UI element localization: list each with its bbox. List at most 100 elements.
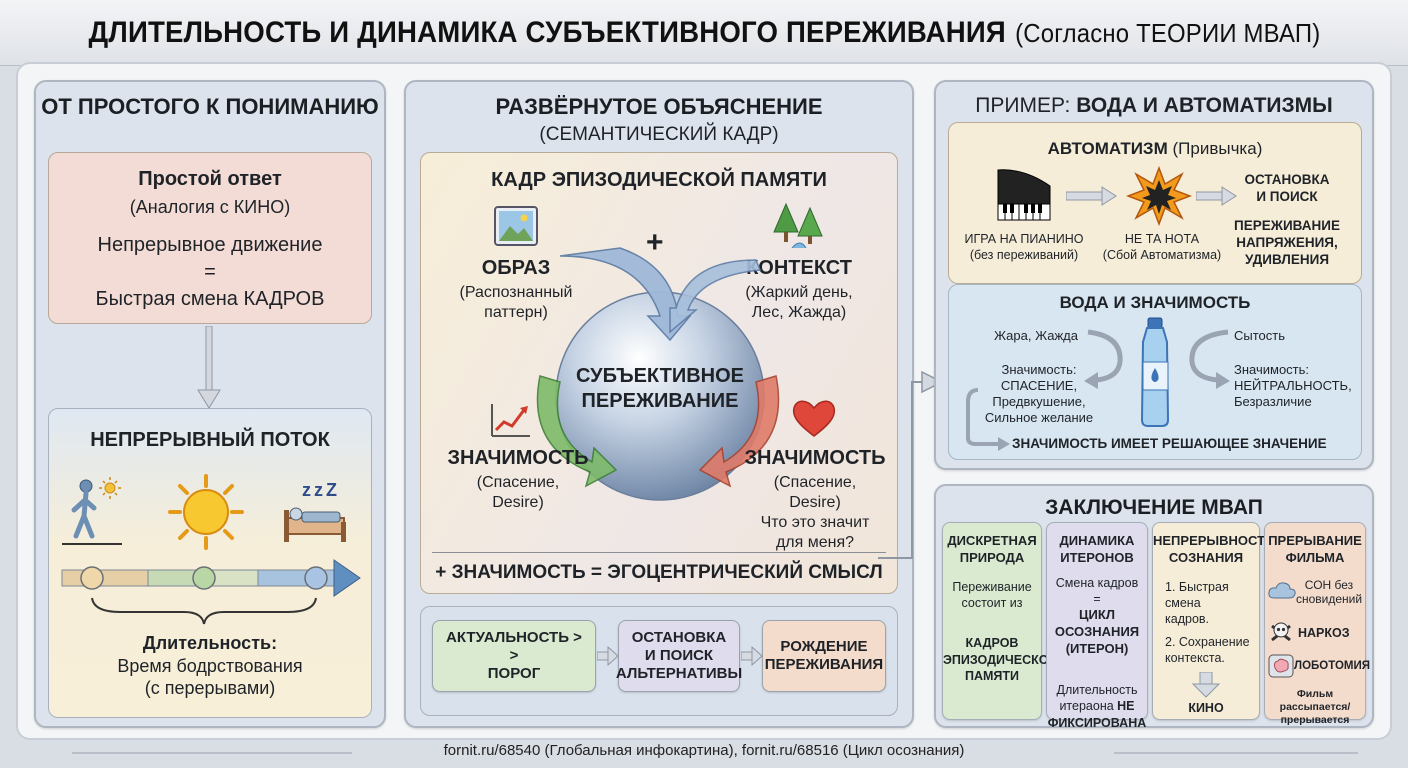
sphere-line1: СУБЪЕКТИВНОЕ (575, 365, 745, 387)
subjective-experience-sphere (536, 247, 780, 501)
duration-block: Длительность: Время бодрствования (с пер… (48, 632, 372, 700)
significance-right-line1: (Спасение, (773, 474, 857, 491)
stop-line1: ОСТАНОВКА (1244, 172, 1330, 187)
water-bottom-arrow (966, 388, 1010, 451)
piano-line1: ИГРА НА ПИАНИНО (964, 232, 1084, 246)
middle-panel-subheader: (СЕМАНТИЧЕСКИЙ КАДР) (539, 124, 779, 145)
walking-person-icon (62, 477, 122, 545)
conclusion-col-continuity: НЕПРЕРЫВНОСТЬ СОЗНАНИЯ 1. Быстрая смена … (1152, 522, 1275, 720)
stop-line2: И ПОИСК (1256, 188, 1318, 204)
context-title: КОНТЕКСТ (746, 257, 852, 279)
context-label: КОНТЕКСТ (Жаркий день, Лес, Жажда) (730, 256, 868, 323)
obraz-title: ОБРАЗ (481, 257, 551, 279)
water-left-line1: Значимость: (1001, 362, 1077, 377)
chain-arrow-2-icon (741, 646, 763, 666)
water-right-significance: Значимость: НЕЙТРАЛЬНОСТЬ, Безразличие (1234, 362, 1354, 410)
iterons-text2: ЦИКЛ ОСОЗНАНИЯ (ИТЕРОН) (1054, 607, 1140, 657)
significance-left-label: ЗНАЧИМОСТЬ (Спасение, Desire) (444, 446, 592, 513)
iterons-text3: Длительность итераона НЕ ФИКСИРОВАНА (1047, 666, 1147, 731)
tension-line2: НАПРЯЖЕНИЯ, (1236, 234, 1338, 250)
interruption-anesthesia: НАРКОЗ (1298, 626, 1350, 640)
down-arrow-icon (197, 326, 221, 409)
right-panel-header-bold: ВОДА И АВТОМАТИЗМЫ (1076, 94, 1333, 117)
simple-answer-subtitle: (Аналогия с КИНО) (129, 197, 291, 217)
footer-links: fornit.ru/68540 (Глобальная инфокартина)… (443, 742, 965, 759)
interruption-sleep: СОН без сновидений (1295, 578, 1363, 607)
obraz-line1: (Распознанный (459, 284, 573, 301)
significance-right-title: ЗНАЧИМОСТЬ (744, 447, 886, 469)
duration-line1: Время бодрствования (117, 655, 303, 676)
growth-chart-icon (491, 404, 530, 437)
footer-line-left (72, 752, 352, 754)
continuity-heading: НЕПРЕРЫВНОСТЬ СОЗНАНИЯ (1153, 533, 1275, 565)
tension-label: ПЕРЕЖИВАНИЕ НАПРЯЖЕНИЯ, УДИВЛЕНИЯ (1228, 218, 1346, 269)
continuous-flow-card: НЕПРЕРЫВНЫЙ ПОТОК (48, 408, 372, 718)
interruption-heading: ПРЕРЫВАНИЕ ФИЛЬМА (1268, 533, 1362, 565)
simple-answer-card: Простой ответ (Аналогия с КИНО) Непрерыв… (48, 152, 372, 324)
auto-arrow-1-icon (1066, 186, 1117, 206)
egocentric-formula: + ЗНАЧИМОСТЬ = ЭГОЦЕНТРИЧЕСКИЙ СМЫСЛ (435, 562, 883, 583)
significance-right-line2: Desire) (789, 494, 841, 511)
stop-search-text: ОСТАНОВКА И ПОИСК АЛЬТЕРНАТИВЫ (615, 629, 743, 682)
simple-answer-equals: = (204, 260, 216, 283)
simple-answer-line2: Быстрая смена КАДРОВ (95, 287, 325, 310)
sphere-label: СУБЪЕКТИВНОЕ ПЕРЕЖИВАНИЕ (560, 364, 760, 414)
brain-icon (1268, 654, 1294, 678)
satiety-label: Сытость (1234, 328, 1285, 343)
episodic-frame-title: КАДР ЭПИЗОДИЧЕСКОЙ ПАМЯТИ (491, 169, 827, 191)
middle-panel-header: РАЗВЁРНУТОЕ ОБЪЯСНЕНИЕ (495, 94, 823, 119)
heart-icon (792, 400, 836, 437)
continuity-text1: 1. Быстрая смена кадров. (1165, 579, 1229, 627)
wrong-note-line2: (Сбой Автоматизма) (1102, 247, 1222, 262)
simple-answer-line1: Непрерывное движение (97, 233, 323, 256)
significance-left-line2: Desire) (492, 494, 544, 511)
tension-line1: ПЕРЕЖИВАНИЕ (1234, 218, 1340, 233)
conclusion-col-iterons: ДИНАМИКА ИТЕРОНОВ Смена кадров = ЦИКЛ ОС… (1046, 522, 1148, 730)
page-title: ДЛИТЕЛЬНОСТЬ И ДИНАМИКА СУБЪЕКТИВНОГО ПЕ… (88, 15, 1320, 49)
auto-arrow-2-icon (1196, 186, 1237, 206)
stop-label: ОСТАНОВКА И ПОИСК (1232, 172, 1342, 206)
right-panel-header: ПРИМЕР: ВОДА И АВТОМАТИЗМЫ (936, 94, 1372, 118)
title-bar: ДЛИТЕЛЬНОСТЬ И ДИНАМИКА СУБЪЕКТИВНОГО ПЕ… (0, 0, 1408, 66)
obraz-label: ОБРАЗ (Распознанный паттерн) (446, 256, 586, 323)
significance-left-line1: (Спасение, (476, 474, 560, 491)
water-bottom-statement: ЗНАЧИМОСТЬ ИМЕЕТ РЕШАЮЩЕЕ ЗНАЧЕНИЕ (1012, 436, 1327, 451)
discrete-text2: КАДРОВ ЭПИЗОДИЧЕСКОЙ ПАМЯТИ (943, 636, 1058, 683)
piano-label: ИГРА НА ПИАНИНО (без переживаний) (958, 232, 1090, 263)
iterons-heading: ДИНАМИКА ИТЕРОНОВ (1059, 533, 1135, 565)
context-line2: Лес, Жажда) (751, 304, 847, 321)
piano-icon (997, 169, 1051, 221)
conclusion-header: ЗАКЛЮЧЕНИЕ МВАП (1045, 496, 1263, 519)
sun-icon (168, 474, 244, 550)
actuality-threshold-box: АКТУАЛЬНОСТЬ > > ПОРОГ (432, 620, 596, 692)
water-left-line3: Предвкушение, (992, 393, 1086, 409)
explosion-icon (1126, 166, 1192, 226)
conclusion-col-discrete: ДИСКРЕТНАЯ ПРИРОДА Переживание состоит и… (942, 522, 1058, 720)
water-right-line1: Значимость: (1234, 362, 1310, 377)
piano-line2: (без переживаний) (969, 247, 1079, 262)
sleeping-bed-icon (284, 507, 346, 542)
heat-thirst-label: Жара, Жажда (994, 328, 1078, 343)
discrete-text1: Переживание состоит из (952, 579, 1032, 611)
conclusion-col-interruption: ПРЕРЫВАНИЕ ФИЛЬМА (1264, 522, 1366, 720)
stop-search-box: ОСТАНОВКА И ПОИСК АЛЬТЕРНАТИВЫ (615, 620, 743, 692)
image-icon (494, 206, 538, 246)
skull-icon (1271, 622, 1291, 642)
iterons-text3-bold: НЕ ФИКСИРОВАНА (1047, 699, 1147, 730)
footer-line-right (1114, 752, 1358, 754)
continuity-down-arrow-icon (1192, 672, 1220, 698)
iterons-text3-normal: Длительность итераона (1056, 683, 1138, 714)
automatism-title: АВТОМАТИЗМ (1047, 139, 1168, 158)
obraz-line2: паттерн) (484, 304, 548, 321)
context-line1: (Жаркий день, (745, 284, 853, 301)
water-bottle-icon (1140, 317, 1170, 427)
timeline-bar (61, 559, 361, 625)
plus-sign: + (646, 226, 664, 259)
significance-right-label: ЗНАЧИМОСТЬ (Спасение, Desire) Что это зн… (740, 446, 890, 553)
water-title: ВОДА И ЗНАЧИМОСТЬ (1059, 293, 1251, 312)
interruption-film-breaks: Фильм рассыпается/ прерывается (1279, 688, 1351, 727)
water-left-significance: Значимость: СПАСЕНИЕ, Предвкушение, Силь… (972, 362, 1106, 425)
right-panel-header-prefix: ПРИМЕР: (975, 94, 1077, 117)
continuous-flow-title: НЕПРЕРЫВНЫЙ ПОТОК (90, 429, 330, 451)
sleep-zzz-text: z z Z (302, 480, 337, 500)
